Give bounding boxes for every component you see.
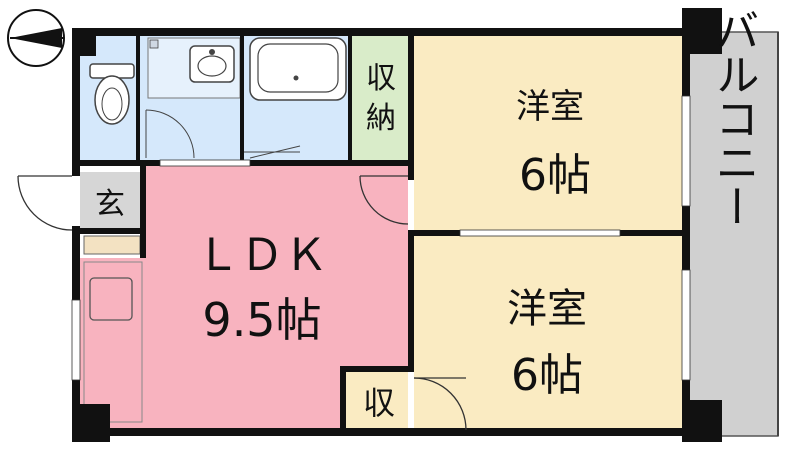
bedroom-bottom-size: 6帖 [511, 350, 583, 401]
bedroom-bottom-room [412, 234, 688, 432]
storage-small-label: 収 [363, 384, 395, 422]
entrance-area [80, 172, 140, 230]
kitchen-sink-icon [83, 261, 143, 423]
bedroom-top-room [412, 34, 688, 234]
kitchen-strip [80, 258, 146, 432]
bedroom-top-size: 6帖 [519, 150, 591, 201]
bathtub-icon [249, 37, 347, 101]
bedroom-bottom-name: 洋室 [507, 286, 587, 332]
bedroom-top-name: 洋室 [516, 87, 584, 127]
ldk-name: ＬＤＫ [196, 230, 328, 281]
storage-top-label-1: 収 [366, 61, 396, 96]
storage-top-room [352, 34, 412, 164]
shoe-cabinet [83, 235, 141, 255]
storage-top-label-2: 納 [366, 101, 396, 136]
ldk-room [146, 164, 412, 432]
toilet-icon [89, 63, 135, 125]
entrance-label: 玄 [95, 187, 125, 222]
washbasin-icon [147, 37, 241, 99]
ldk-size: 9.5帖 [202, 293, 321, 347]
balcony-area [687, 31, 779, 437]
north-arrow-icon [7, 9, 65, 67]
storage-small-room [344, 372, 412, 432]
balcony-label: バルコニー [708, 8, 759, 228]
